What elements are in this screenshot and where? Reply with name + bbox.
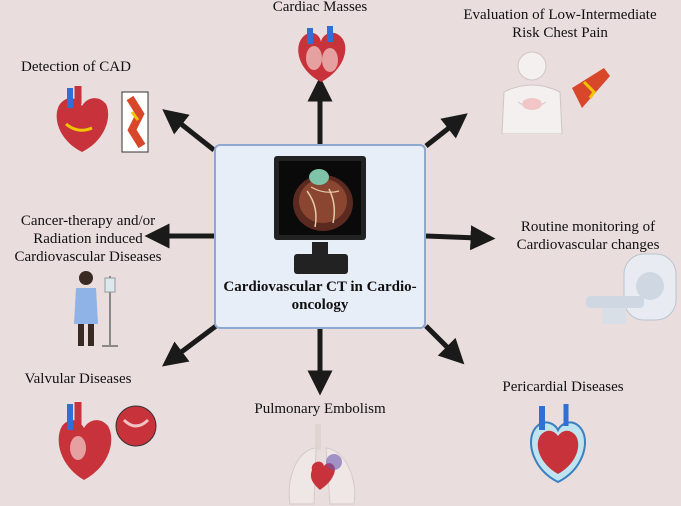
label-pe: Pulmonary Embolism [238,400,402,418]
center-title: Cardiovascular CT in Cardio-oncology [216,278,424,314]
monitor-stand [312,242,328,254]
arrow-chest-pain [426,124,454,146]
label-cardiac-masses: Cardiac Masses [258,0,382,16]
label-radiation-line1: Cancer-therapy and/or [0,212,176,230]
center-box: Cardiovascular CT in Cardio-oncology [214,144,426,329]
label-radiation-line3: Cardiovascular Diseases [0,248,176,266]
valvular-heart-icon [50,396,160,484]
ct-scanner-icon [584,250,680,328]
arrow-valvular [176,326,216,356]
patient-iv-icon [70,268,120,350]
label-chest-pain-line1: Evaluation of Low-Intermediate [448,6,672,24]
cad-heart-icon [48,84,152,156]
monitor-base [294,254,348,274]
cardiac-masses-heart-icon [290,22,352,86]
arrow-cad [176,120,214,150]
ct-heart-image [279,161,361,235]
label-cad: Detection of CAD [10,58,142,76]
label-chest-pain-line2: Risk Chest Pain [448,24,672,42]
label-valvular: Valvular Diseases [6,370,150,388]
ct-monitor-icon [274,156,366,240]
lungs-icon [282,418,362,506]
arrow-monitoring [426,236,478,238]
label-radiation-line2: Radiation induced [0,230,176,248]
label-monitoring-line1: Routine monitoring of [496,218,680,236]
label-pericardial: Pericardial Diseases [488,378,638,396]
chest-pain-person-icon [494,48,614,134]
arrow-pericardial [426,326,452,352]
pericardial-heart-icon [524,400,594,486]
